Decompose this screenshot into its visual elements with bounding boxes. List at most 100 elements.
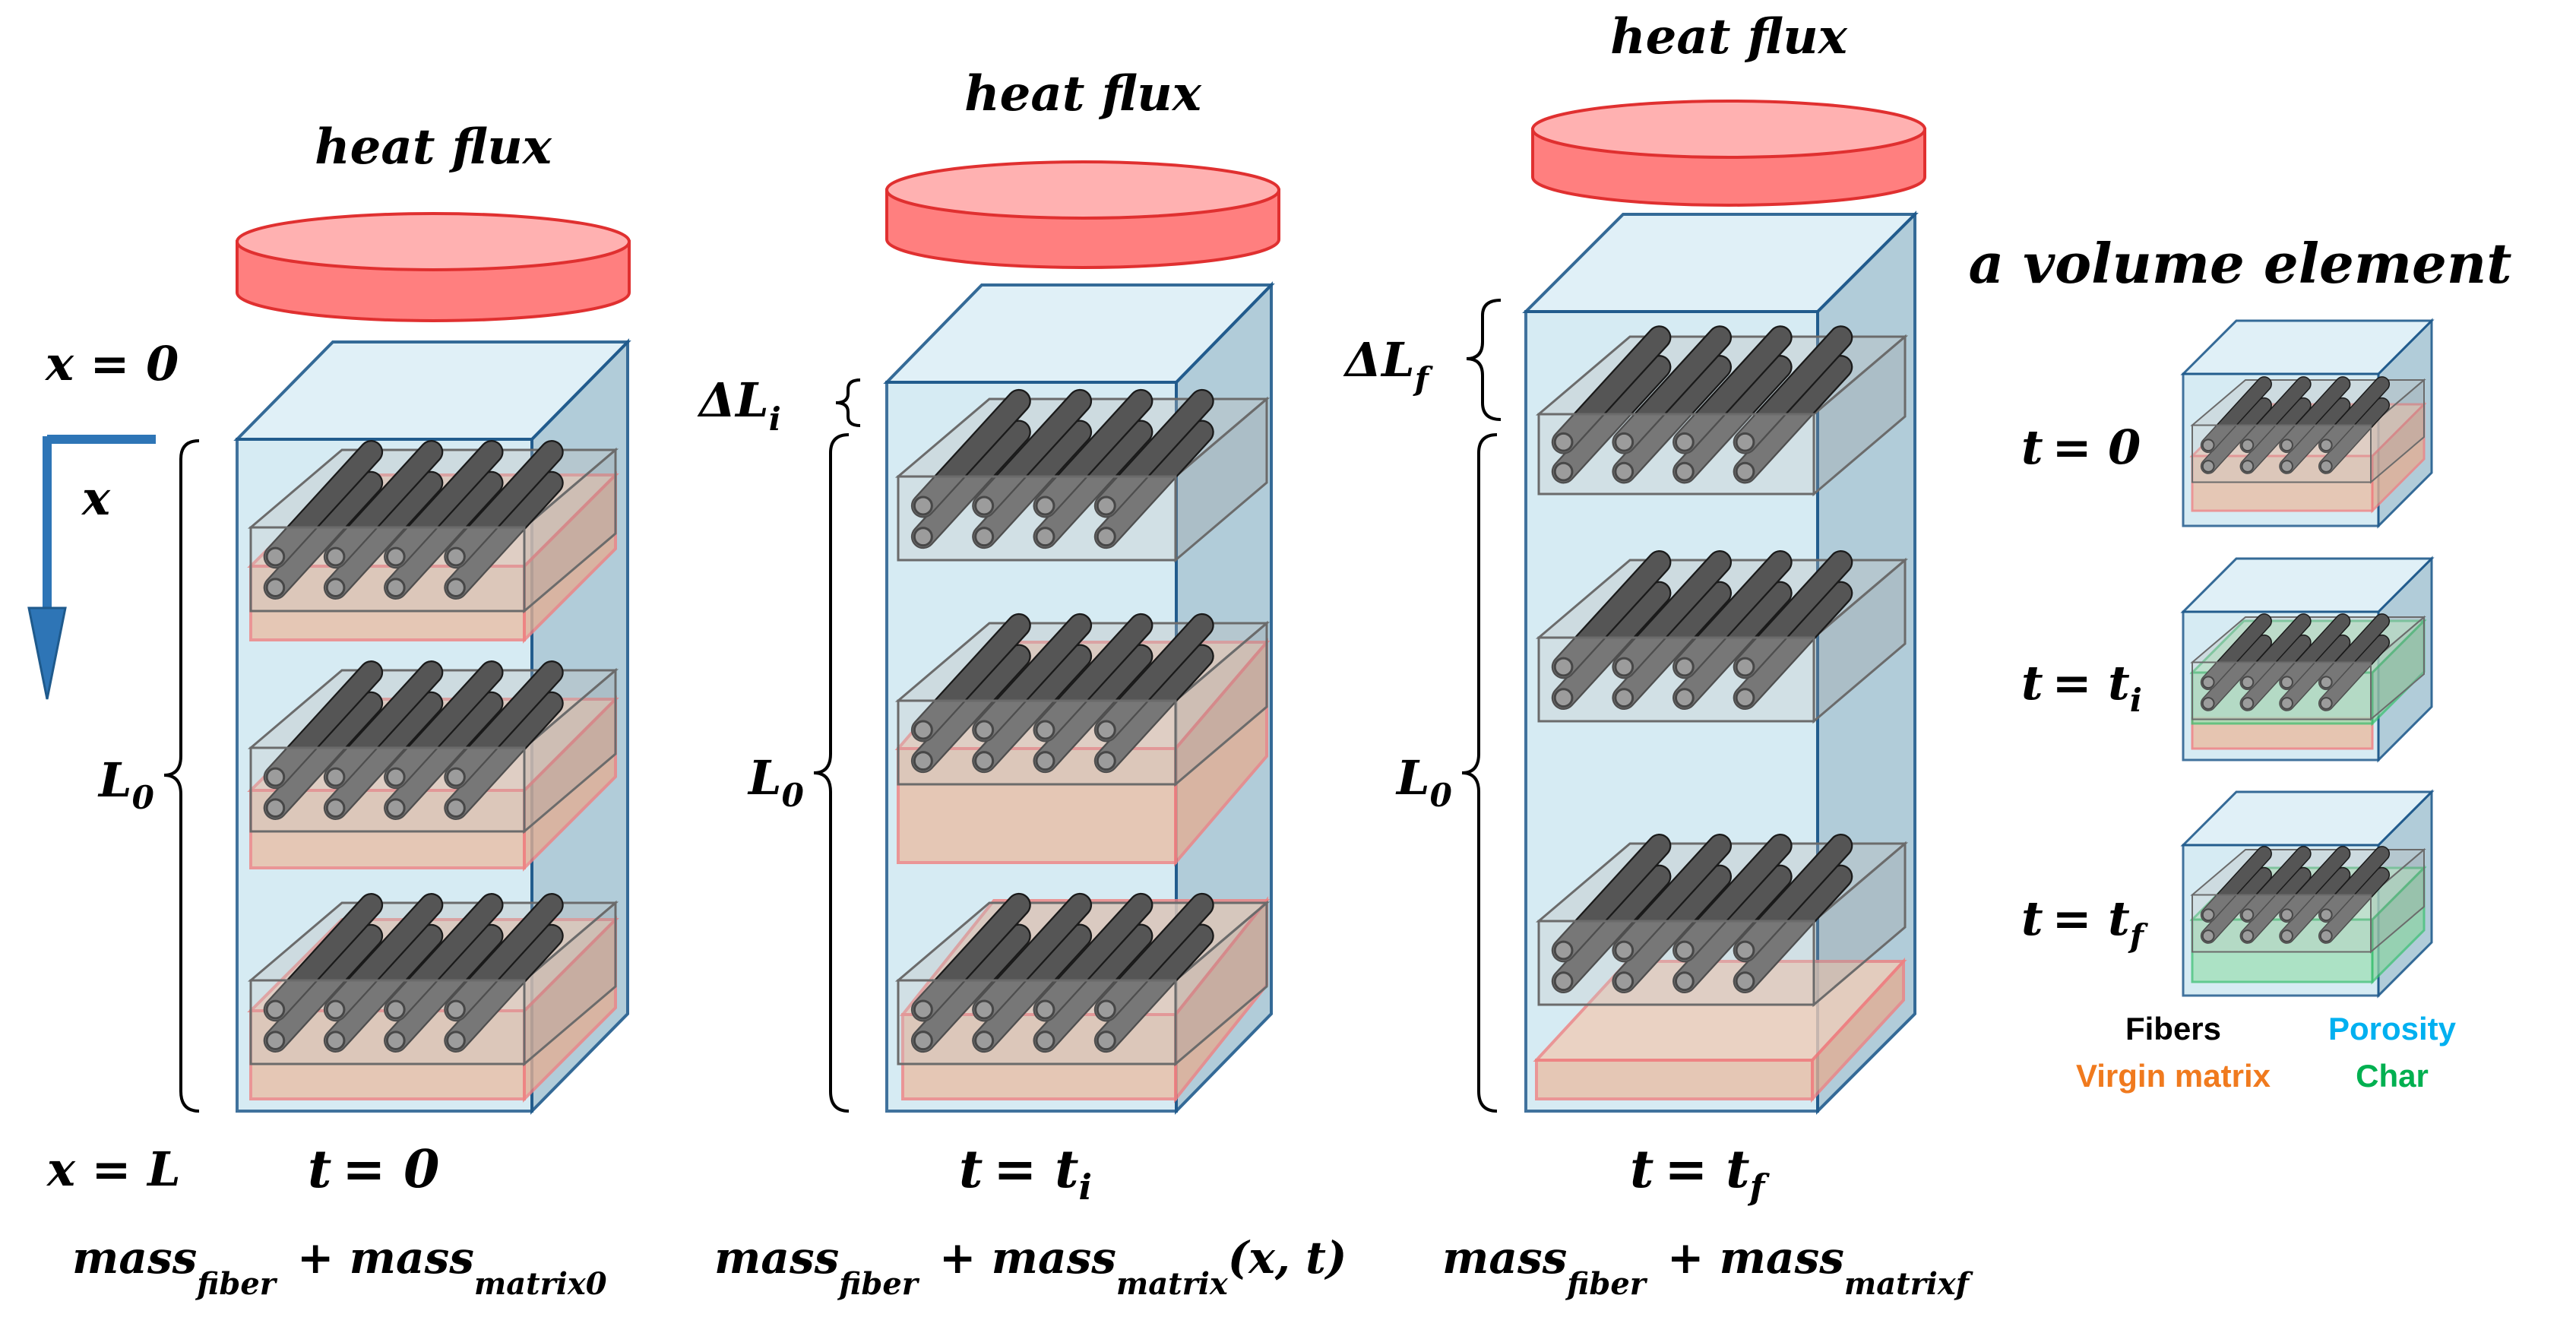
fiber-rod [2319,614,2389,689]
fiber-rod [1734,552,1852,678]
fiber-rod [973,894,1090,1021]
fiber-rod-end [1035,751,1055,771]
fiber-rod [1553,327,1670,453]
mini-cube-tf [2180,789,2435,999]
fiber-rod-end [1096,1031,1116,1051]
fiber-rod-end [913,527,933,547]
fiber-rod-end [2201,929,2215,942]
mass-expression: massfiber+ massmatrix0 [72,1232,607,1302]
fiber-rod-end [1614,940,1635,961]
fiber-rod [973,925,1090,1051]
fiber-rod-end [1553,971,1574,992]
fiber-rod [445,926,562,1051]
fiber-rod [1734,356,1852,483]
fiber-rod-end [2201,676,2215,689]
fiber-rod [1613,835,1730,961]
fiber-rod-end [974,720,995,740]
fiber-layer [2190,613,2426,721]
fiber-rod-end [2319,697,2333,710]
legend-virgin-matrix: Virgin matrix [2076,1058,2271,1094]
fiber-layer [247,440,619,614]
fiber-rod [2201,868,2271,943]
fiber-rod-end [2319,908,2333,922]
fiber-rod [385,894,502,1020]
fiber-rod [385,473,502,598]
fiber-rod-end [385,798,406,818]
legend: Fibers Porosity Virgin matrix Char [2076,1011,2457,1094]
fiber-rod [1734,835,1852,961]
fiber-rod-end [1553,657,1574,677]
fiber-rod [325,693,442,818]
length-label: L0 [97,752,154,816]
fiber-rod [445,693,562,818]
fiber-rod-end [1553,940,1574,961]
fiber-rod-end [2201,908,2215,922]
fiber-rod [1096,421,1213,547]
fiber-rod [913,615,1030,741]
fiber-rod [1674,866,1791,992]
heat-flux-disk [1531,100,1926,207]
fiber-layer-front [249,746,526,833]
fiber-rod [2241,868,2311,943]
fiber-layer-front [249,526,526,613]
mini-cube-ti [2180,556,2435,763]
fiber-rod-end [2201,460,2215,473]
fiber-rod-end [2241,676,2255,689]
fiber-rod [325,894,442,1020]
fiber-layer [2190,846,2426,954]
fiber-rod-end [2280,439,2293,452]
x-end-label: x = L [46,1141,181,1197]
fiber-rod-end [1614,688,1635,708]
fiber-rod [325,473,442,598]
fiber-rod [325,442,442,567]
fiber-rod [2319,868,2389,943]
fiber-rod-end [1735,940,1755,961]
fiber-rod [1613,552,1730,678]
fiber-rod-end [2319,929,2333,942]
fiber-rod-end [1735,657,1755,677]
fiber-rod-end [974,496,995,516]
fiber-rod [1674,356,1791,483]
heat-flux-label: heat flux [315,119,552,176]
fiber-rod [1096,894,1213,1021]
heat-flux-label: heat flux [964,65,1202,122]
fiber-rod-end [1096,720,1116,740]
fiber-rod-end [1035,527,1055,547]
fiber-rod [1674,582,1791,708]
volume-element-title: a volume element [1969,231,2512,296]
mass-expression: massfiber+ massmatrixf [1442,1232,1973,1302]
layer-group-ti [894,388,1271,1103]
fiber-rod-end [446,999,466,1020]
fiber-rod [1613,327,1730,453]
delta-label: ΔLf [1343,332,1434,397]
fiber-rod-end [385,546,406,567]
fiber-rod-end [1674,940,1695,961]
fiber-rod-end [913,999,933,1020]
column-t0: heat flux [27,119,631,1302]
fiber-rod [913,645,1030,771]
length-brace [1461,433,1498,1113]
mass-expression: massfiber+ massmatrix(x, t) [714,1232,1347,1302]
fiber-rod-end [913,720,933,740]
fiber-rod-end [1035,999,1055,1020]
fiber-rod-end [2280,908,2293,922]
fiber-rod [2280,635,2350,711]
fiber-rod-end [2280,929,2293,942]
fiber-rod [445,442,562,567]
fiber-layer-front [1537,636,1815,723]
fiber-layer-front [1537,413,1815,496]
fiber-rod [2319,377,2389,452]
fiber-rod [2241,614,2311,689]
fiber-rod [1674,835,1791,961]
fiber-rod [264,693,381,818]
fiber-rod-end [913,1031,933,1051]
fiber-rod [1674,327,1791,453]
fiber-rod [385,693,502,818]
fiber-rod-end [265,767,286,787]
fiber-rod [264,662,381,787]
fiber-rod-end [265,999,286,1020]
fiber-layer [1535,549,1909,724]
fiber-rod [1734,582,1852,708]
fiber-rod-end [1674,657,1695,677]
fiber-rod-end [385,1031,406,1051]
